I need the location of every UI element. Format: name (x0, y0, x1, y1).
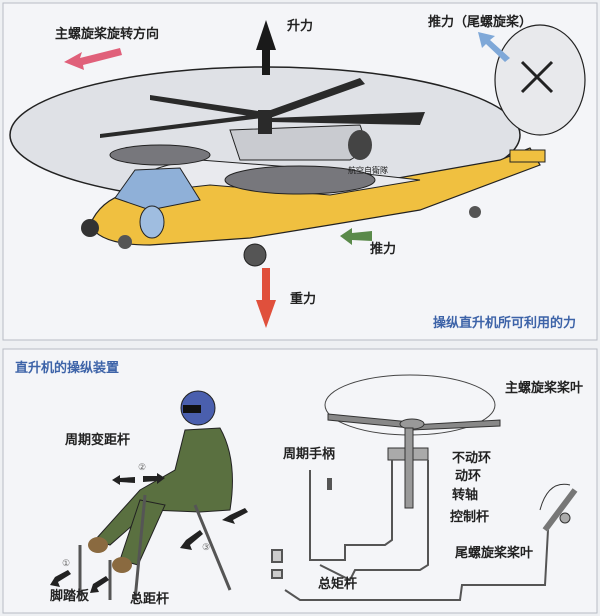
main-rotor-blades (100, 78, 425, 138)
movement-arrows (50, 473, 248, 593)
lift-label: 升力 (287, 18, 313, 34)
controls-title: 直升机的操纵装置 (15, 360, 119, 376)
fuselage-marking: 航空自衛隊 (348, 165, 388, 175)
collective-lever-label: 总矩杆 (318, 576, 357, 592)
gravity-label: 重力 (290, 291, 316, 307)
tail-blade-label: 尾螺旋桨桨叶 (455, 545, 533, 561)
forces-caption: 操纵直升机所可利用的力 (433, 315, 576, 331)
pedal-icon (271, 549, 283, 579)
controls-panel (2, 348, 598, 614)
control-rod-label: 控制杆 (450, 509, 489, 525)
moving-ring-label: 动环 (455, 469, 481, 484)
cyclic-handle-grip (327, 478, 332, 490)
marker-3: ③ (202, 543, 210, 553)
marker-1: ① (62, 559, 70, 569)
marker-2: ② (138, 463, 146, 473)
gravity-arrow (256, 268, 276, 328)
tail-thrust-label: 推力（尾螺旋桨） (428, 14, 532, 30)
cockpit-controls (78, 494, 232, 601)
cyclic-stick-label: 周期变距杆 (65, 432, 130, 448)
lift-arrow (256, 20, 276, 75)
rotor-mechanism (327, 413, 501, 509)
main-blade-label: 主螺旋桨桨叶 (505, 380, 583, 396)
shaft-label: 转轴 (452, 487, 478, 503)
thrust-label: 推力 (370, 241, 396, 257)
fixed-ring-label: 不动环 (452, 451, 491, 466)
rotor-direction-label: 主螺旋桨旋转方向 (55, 26, 159, 42)
helicopter-body: 航空自衛隊 (81, 124, 546, 267)
collective-stick-label: 总距杆 (130, 591, 169, 607)
pedals-label: 脚踏板 (50, 588, 90, 604)
cyclic-handle-label: 周期手柄 (283, 446, 335, 462)
tail-thrust-arrow (478, 32, 510, 62)
tail-rotor-hub (520, 60, 554, 94)
tail-rotor-blade-icon (539, 483, 578, 532)
control-linkages (284, 460, 549, 601)
rotor-direction-arrow (64, 48, 122, 70)
thrust-arrow (340, 228, 372, 245)
